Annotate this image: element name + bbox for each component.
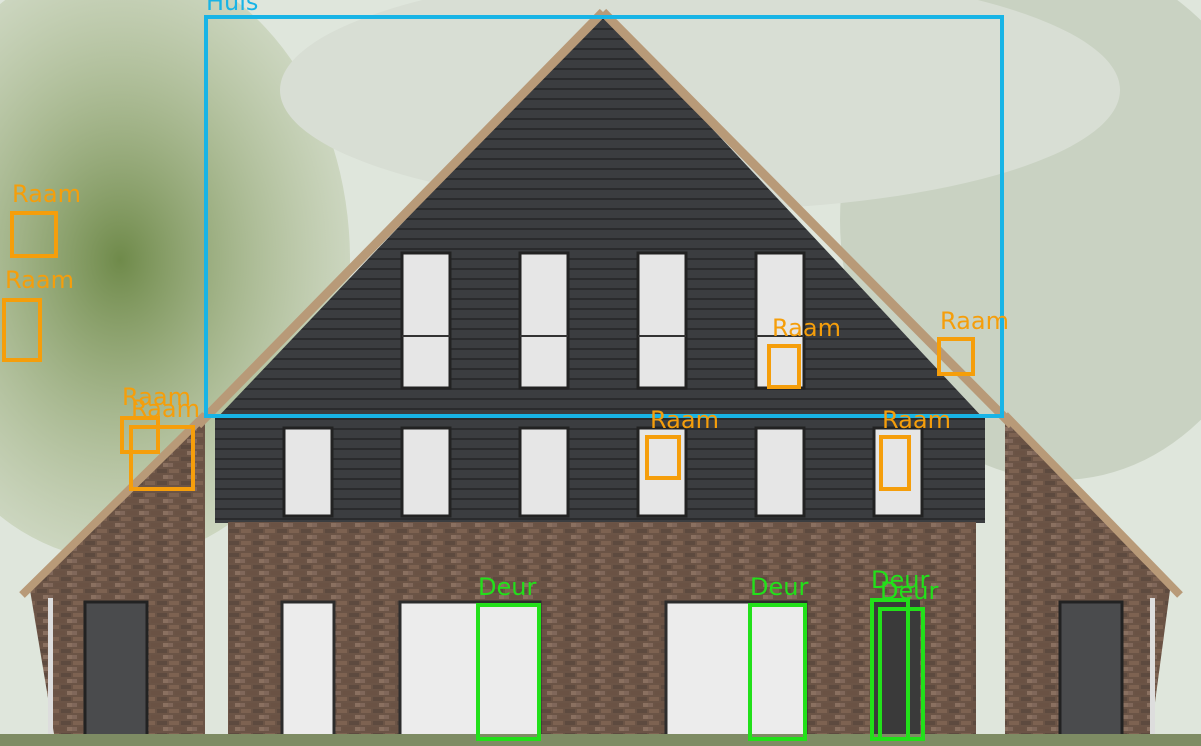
bbox-raam-8	[879, 435, 911, 491]
label-deur-1: Deur	[478, 573, 537, 601]
label-deur-2: Deur	[750, 573, 809, 601]
bbox-deur-1	[476, 603, 541, 741]
bbox-raam-5	[767, 344, 801, 389]
label-raam-8: Raam	[882, 406, 951, 434]
bbox-raam-7	[645, 435, 681, 480]
label-raam-1: Raam	[12, 180, 81, 208]
bbox-raam-2	[2, 298, 42, 362]
bbox-raam-4	[129, 425, 195, 491]
label-huis: Huis	[206, 0, 259, 16]
label-raam-7: Raam	[650, 406, 719, 434]
label-raam-3: Raam	[122, 383, 191, 411]
label-deur-4: Deur	[880, 577, 939, 605]
bbox-raam-6	[937, 337, 975, 376]
bbox-raam-3	[120, 416, 160, 454]
bbox-huis	[204, 15, 1004, 418]
label-raam-5: Raam	[772, 314, 841, 342]
label-raam-6: Raam	[940, 307, 1009, 335]
label-raam-4: Raam	[131, 395, 200, 423]
label-raam-2: Raam	[5, 266, 74, 294]
bbox-deur-4	[878, 607, 925, 741]
label-deur-3: Deur	[871, 566, 930, 594]
bbox-deur-2	[748, 603, 807, 741]
bbox-raam-1	[10, 211, 58, 258]
